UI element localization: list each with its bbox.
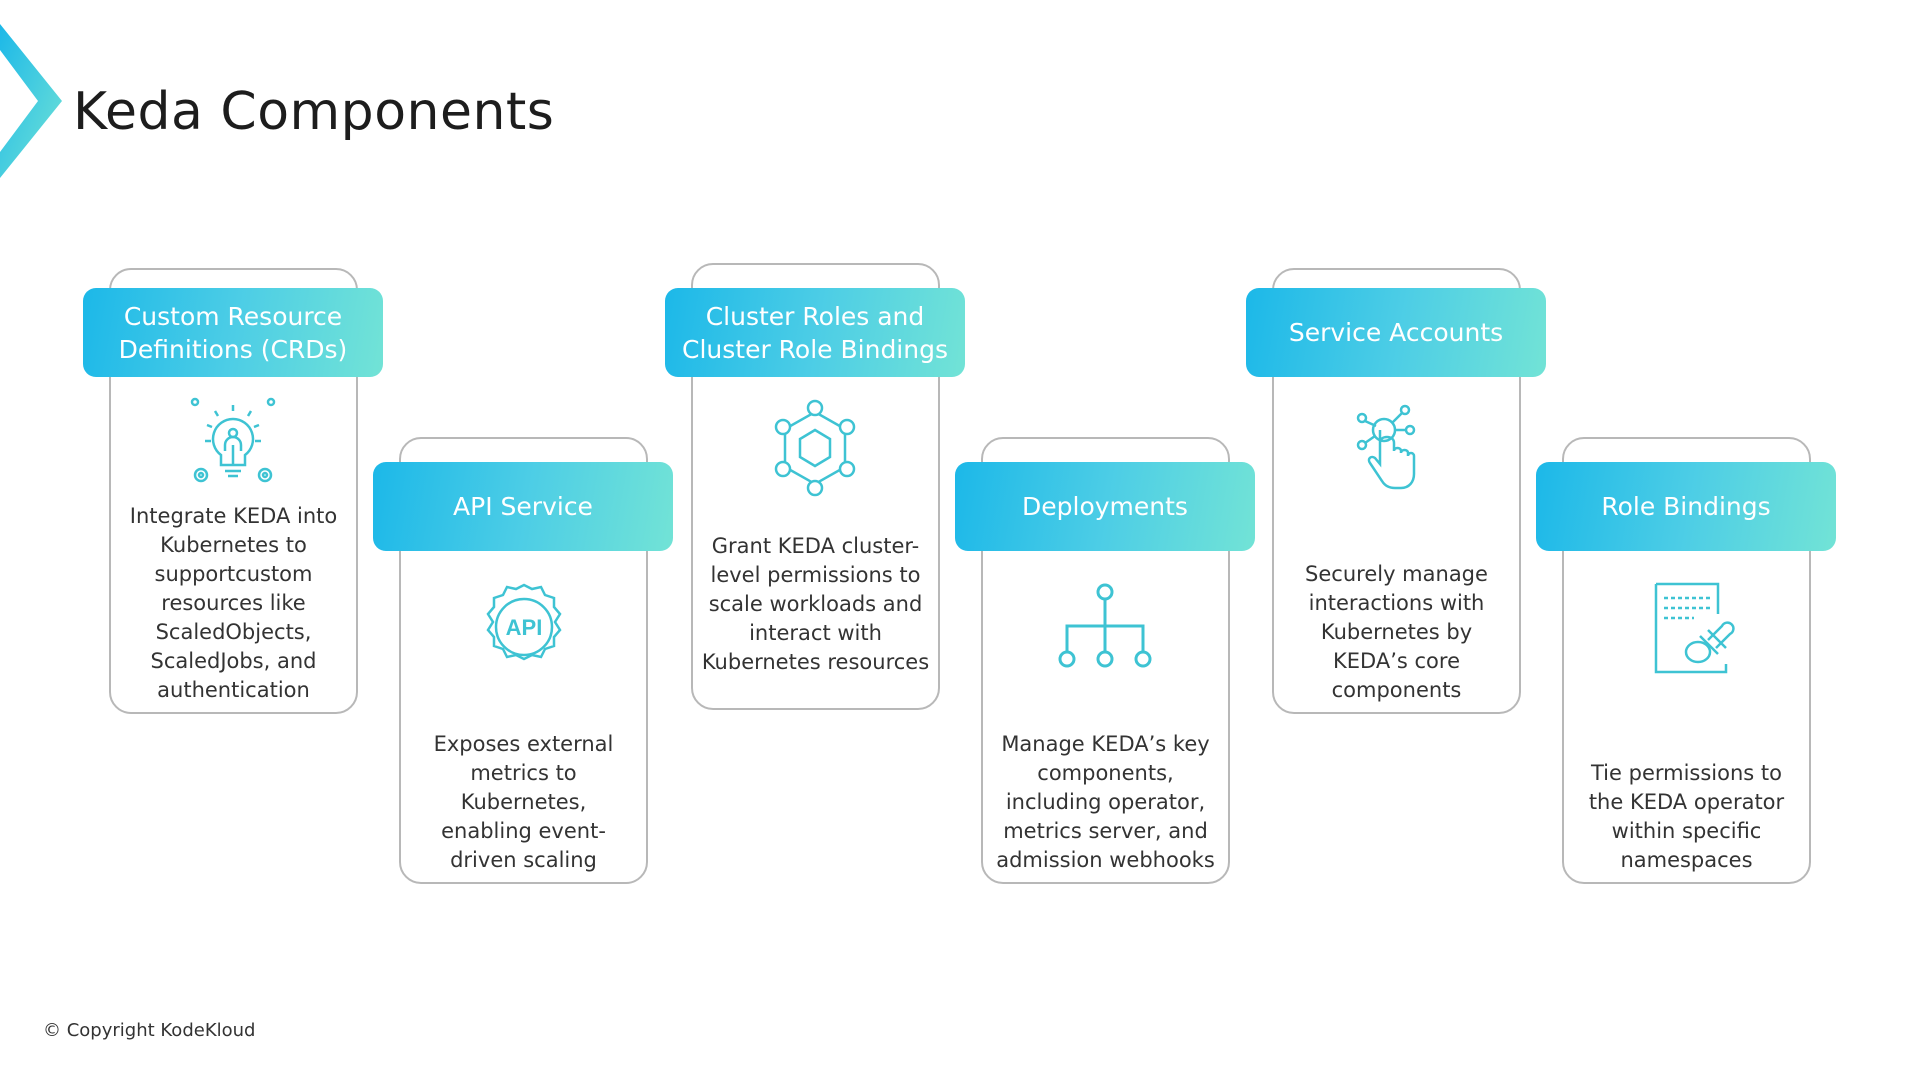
component-title: Deployments xyxy=(955,462,1255,551)
document-stamp-icon xyxy=(1648,580,1748,680)
component-title: Role Bindings xyxy=(1536,462,1836,551)
component-description: Tie permissions to the KEDA operator wit… xyxy=(1588,761,1785,872)
component-description: Integrate KEDA into Kubernetes to suppor… xyxy=(129,504,338,702)
hierarchy-icon xyxy=(1055,580,1155,680)
component-description: Grant KEDA cluster-level permissions to … xyxy=(701,534,930,674)
component-title: API Service xyxy=(373,462,673,551)
component-description: Manage KEDA’s key components, including … xyxy=(996,732,1215,872)
svg-text:API: API xyxy=(506,615,543,640)
component-title: Custom Resource Definitions (CRDs) xyxy=(83,288,383,377)
lightbulb-person-icon xyxy=(183,393,283,493)
hexagon-network-icon xyxy=(765,398,865,498)
hand-touch-network-icon xyxy=(1350,400,1450,500)
api-gear-icon: API xyxy=(474,577,574,677)
component-description: Securely manage interactions with Kubern… xyxy=(1305,562,1488,702)
kodekloud-logo-chevron xyxy=(0,24,62,178)
component-title: Service Accounts xyxy=(1246,288,1546,377)
component-title: Cluster Roles and Cluster Role Bindings xyxy=(665,288,965,377)
page-title: Keda Components xyxy=(73,82,555,142)
component-description: Exposes external metrics to Kubernetes, … xyxy=(433,732,614,872)
copyright-footer: © Copyright KodeKloud xyxy=(43,1020,256,1041)
